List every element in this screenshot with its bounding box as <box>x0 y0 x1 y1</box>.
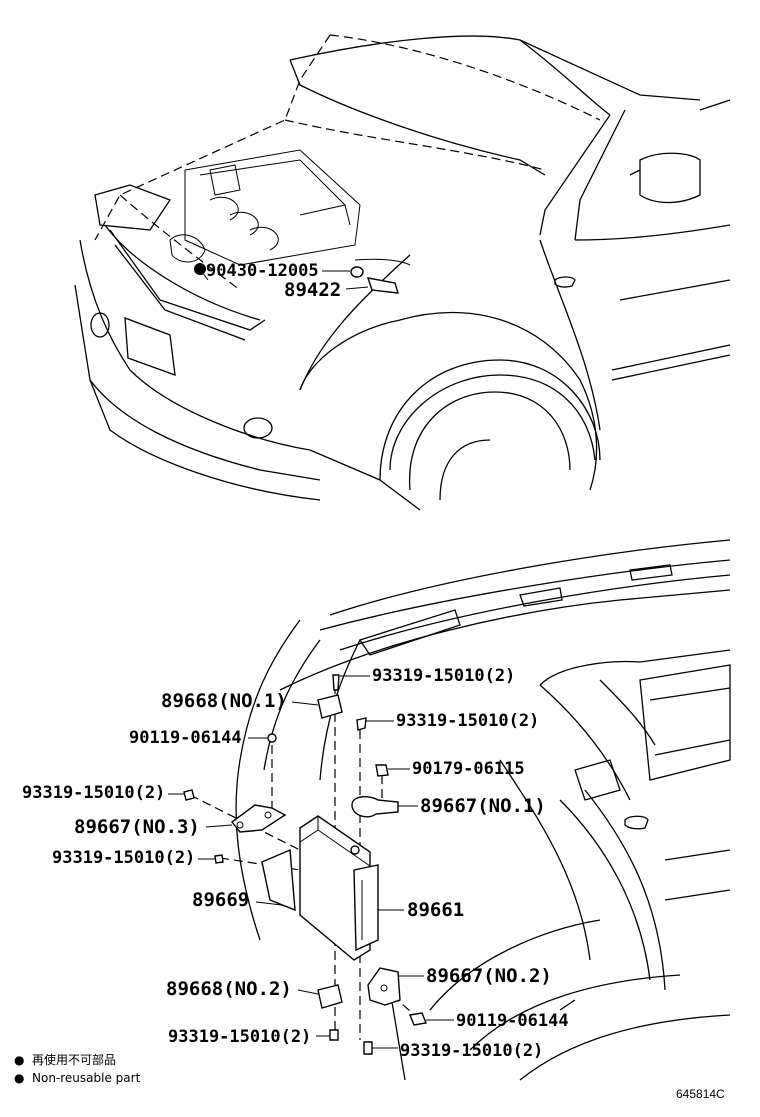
callout-93319-bottom-left: 93319-15010(2) <box>168 1027 330 1047</box>
part-number-label: 90119-06144 <box>129 728 242 748</box>
callout-89668-no1: 89668(NO.1) <box>161 690 319 712</box>
legend-label-ja: 再使用不可部品 <box>32 1052 116 1067</box>
legend-bullet-icon: ● <box>14 1053 24 1067</box>
callout-89661: 89661 <box>378 899 464 921</box>
legend: ● 再使用不可部品 ● Non-reusable part <box>14 1052 141 1085</box>
callout-93319-top: 93319-15010(2) <box>340 666 515 686</box>
part-number-label: 93319-15010(2) <box>52 848 195 868</box>
callout-89669: 89669 <box>192 889 283 911</box>
part-number-label: 90119-06144 <box>456 1011 569 1031</box>
car-exterior-illustration <box>74 34 731 511</box>
callout-90119-right: 90119-06144 <box>426 1011 569 1031</box>
callout-93319-bottom-right: 93319-15010(2) <box>372 1041 543 1061</box>
legend-bullet-icon: ● <box>14 1071 24 1085</box>
callout-89668-no2: 89668(NO.2) <box>166 978 319 1000</box>
callout-93319-left-1: 93319-15010(2) <box>22 783 184 803</box>
part-number-label: 93319-15010(2) <box>22 783 165 803</box>
callout-93319-right-2: 93319-15010(2) <box>366 711 539 731</box>
part-number-label: 89667(NO.2) <box>426 965 552 987</box>
part-number-label: 90179-06115 <box>412 759 525 779</box>
callout-89667-no3: 89667(NO.3) <box>74 816 233 838</box>
callout-89667-no1: 89667(NO.1) <box>398 795 546 817</box>
legend-label-en: Non-reusable part <box>32 1071 141 1085</box>
callout-89667-no2: 89667(NO.2) <box>398 965 552 987</box>
part-number-label: 93319-15010(2) <box>372 666 515 686</box>
top-callout-90430-12005: 90430-12005 <box>206 261 350 281</box>
part-number-label: 89667(NO.3) <box>74 816 200 838</box>
top-callout-89422: 89422 <box>284 279 369 301</box>
figure-code: 645814C <box>676 1087 725 1101</box>
part-number-label: 89667(NO.1) <box>420 795 546 817</box>
part-number-label: 93319-15010(2) <box>396 711 539 731</box>
part-number-label: 89661 <box>407 899 464 921</box>
callout-93319-left-2: 93319-15010(2) <box>52 848 215 868</box>
part-number-label: 89422 <box>284 279 341 301</box>
callout-90119-left: 90119-06144 <box>129 728 268 748</box>
interior-illustration <box>183 539 731 1081</box>
part-number-label: 89668(NO.2) <box>166 978 292 1000</box>
part-number-label: 90430-12005 <box>206 261 319 281</box>
part-number-label: 93319-15010(2) <box>168 1027 311 1047</box>
part-number-label: 89669 <box>192 889 249 911</box>
part-number-label: 93319-15010(2) <box>400 1041 543 1061</box>
callout-90179: 90179-06115 <box>388 759 525 779</box>
part-number-label: 89668(NO.1) <box>161 690 287 712</box>
